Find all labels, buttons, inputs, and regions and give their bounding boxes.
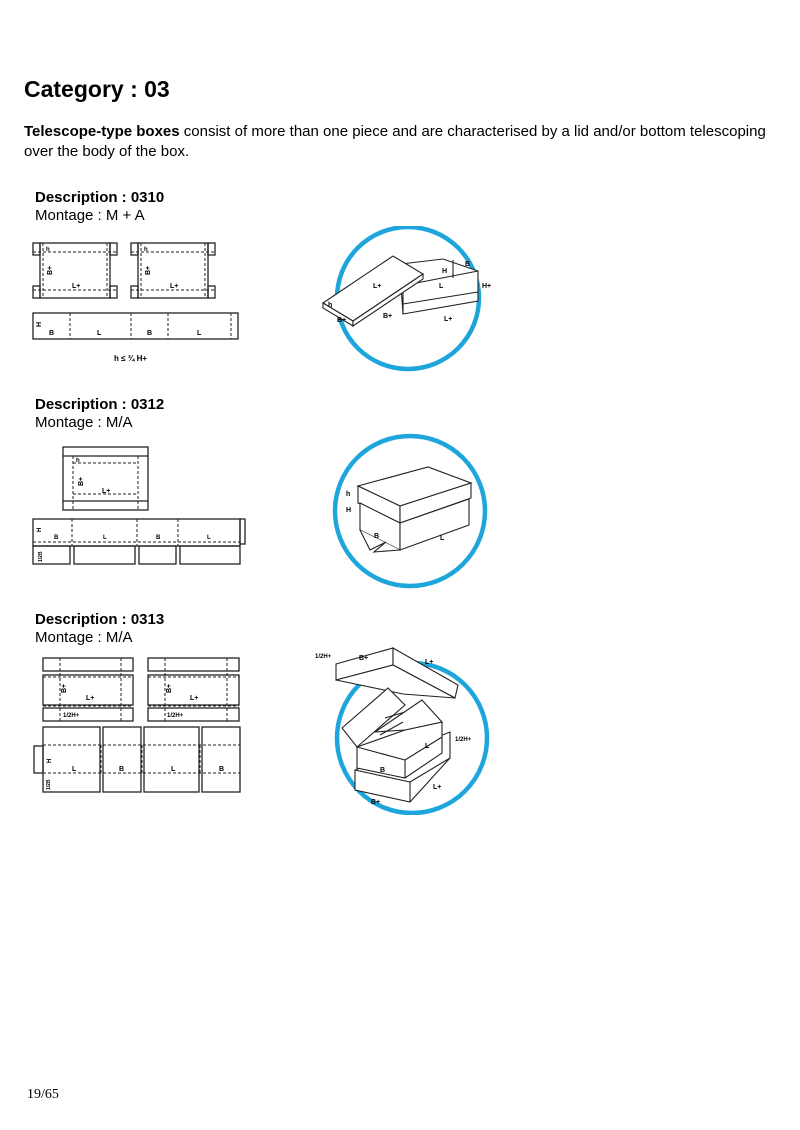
label-b-plus-lid: B+ <box>337 317 346 324</box>
label-h: h <box>144 247 148 253</box>
label-b-plus-top: B+ <box>359 655 368 662</box>
label-H: H <box>36 322 43 327</box>
label-L-plus: L+ <box>433 784 441 791</box>
label-L-plus: L+ <box>444 316 452 323</box>
label-h: h <box>46 247 50 253</box>
label-H: H <box>37 528 43 532</box>
label-l-plus: L+ <box>72 283 80 290</box>
label-h: h <box>328 302 332 309</box>
label-L: L <box>207 535 211 541</box>
intro-text: consist of more than one piece and are c… <box>24 123 766 160</box>
label-b-plus: B+ <box>47 266 54 275</box>
description-code: Description : 0312 <box>35 396 165 413</box>
label-B: B <box>147 330 152 337</box>
label-L: L <box>440 535 445 542</box>
label-b-plus: B+ <box>145 266 152 275</box>
label-H: H <box>346 507 351 514</box>
flat-layout-0312: h B+ L+ H B L B L 1/2B <box>32 446 246 565</box>
label-B: B <box>119 766 124 773</box>
label-half-h-plus: 1/2H+ <box>167 713 184 719</box>
montage-type: Montage : M + A <box>35 207 145 224</box>
flat-layout-0313: B+ L+ 1/2H+ B+ L+ 1/2H+ H L B L B 1/2B <box>33 657 241 793</box>
formula: h ≤ ¾ H+ <box>114 354 147 363</box>
section-0312-header: Description : 0312 Montage : M/A <box>35 396 164 432</box>
label-B: B <box>374 533 379 540</box>
label-l-plus: L+ <box>190 695 198 702</box>
label-h: h <box>76 458 80 464</box>
label-l-plus: L+ <box>170 283 178 290</box>
isometric-0313: 1/2H+ B+ L+ 1/2H+ L B L+ B+ <box>315 647 490 815</box>
label-b-plus: B+ <box>383 313 392 320</box>
isometric-0312: h H B L <box>332 433 488 589</box>
label-B: B <box>380 767 385 774</box>
label-B-plus: B+ <box>371 799 380 806</box>
label-L: L <box>425 743 430 750</box>
montage-type: Montage : M/A <box>35 414 133 431</box>
label-half-B: 1/2B <box>38 551 44 562</box>
isometric-0310: L+ h B+ B+ H B L H+ L+ <box>321 226 491 372</box>
label-H-plus: H+ <box>482 283 491 290</box>
intro-term: Telescope-type boxes <box>24 123 180 140</box>
label-H: H <box>442 268 447 275</box>
label-half-h-plus-right: 1/2H+ <box>455 737 472 743</box>
label-h: h <box>346 491 350 498</box>
label-half-B: 1/2B <box>46 779 52 790</box>
description-code: Description : 0310 <box>35 189 165 206</box>
flat-layout-0310: h B+ L+ h B+ L+ H B L B L h ≤ ¾ H+ <box>32 242 239 363</box>
section-0310-header: Description : 0310 Montage : M + A <box>35 189 164 225</box>
page-number: 19/65 <box>27 1087 59 1102</box>
label-half-h-plus-top: 1/2H+ <box>315 654 332 660</box>
label-l-plus-top: L+ <box>425 659 433 666</box>
accent-circle <box>332 433 488 589</box>
label-B: B <box>54 535 59 541</box>
page-title: Category : 03 <box>24 76 170 102</box>
label-L: L <box>197 330 202 337</box>
label-L: L <box>103 535 107 541</box>
section-0313-header: Description : 0313 Montage : M/A <box>35 611 164 647</box>
description-code: Description : 0313 <box>35 611 165 628</box>
label-L: L <box>97 330 102 337</box>
label-L: L <box>72 766 77 773</box>
label-B: B <box>219 766 224 773</box>
label-b-plus: B+ <box>61 684 68 693</box>
label-H: H <box>47 759 53 763</box>
label-B: B <box>156 535 161 541</box>
label-B: B <box>49 330 54 337</box>
label-l-plus-lid: L+ <box>373 283 381 290</box>
label-L: L <box>171 766 176 773</box>
label-b-plus: B+ <box>78 477 85 486</box>
intro-paragraph: Telescope-type boxes consist of more tha… <box>24 122 784 162</box>
label-l-plus: L+ <box>102 488 110 495</box>
label-B: B <box>465 261 470 268</box>
label-L: L <box>439 283 444 290</box>
label-half-h-plus: 1/2H+ <box>63 713 80 719</box>
label-b-plus: B+ <box>166 684 173 693</box>
montage-type: Montage : M/A <box>35 629 133 646</box>
label-l-plus: L+ <box>86 695 94 702</box>
